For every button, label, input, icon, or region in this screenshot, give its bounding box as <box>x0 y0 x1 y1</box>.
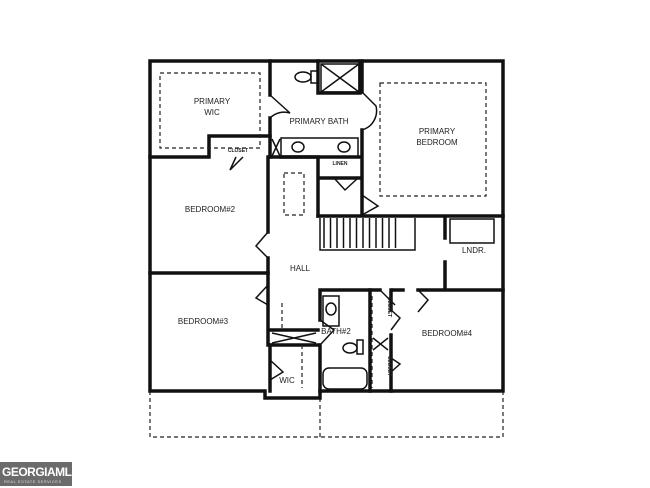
label-primary-bath: PRIMARY BATH <box>289 117 348 126</box>
watermark-brand: GEORGIAMLS <box>2 465 80 479</box>
label-closet: CLOSET <box>228 148 248 154</box>
label-wic: WIC <box>279 376 295 385</box>
label-primary-bedroom-1: PRIMARY <box>419 127 456 136</box>
watermark-tagline: REAL ESTATE SERVICES <box>4 479 62 484</box>
porch-outline <box>149 391 504 438</box>
door-swings <box>229 91 430 381</box>
exterior-walls <box>148 59 505 400</box>
label-hall: HALL <box>290 264 311 273</box>
label-primary-wic-1: PRIMARY <box>194 97 231 106</box>
label-linen: LINEN <box>333 161 348 167</box>
label-closet-lower: CLOSET <box>386 356 392 376</box>
label-closet-upper: CLOSET <box>386 297 392 317</box>
georgia-mls-watermark: GEORGIAMLS REAL ESTATE SERVICES <box>0 462 80 486</box>
label-bedroom-2: BEDROOM#2 <box>185 205 236 214</box>
label-bedroom-3: BEDROOM#3 <box>178 317 229 326</box>
ceiling-outlines <box>159 72 487 388</box>
stair-outline <box>319 218 416 251</box>
fixtures <box>271 63 495 390</box>
label-bath-2: BATH#2 <box>321 327 351 336</box>
label-primary-wic-2: WIC <box>204 108 220 117</box>
label-primary-bedroom-2: BEDROOM <box>416 138 458 147</box>
label-bedroom-4: BEDROOM#4 <box>422 329 473 338</box>
label-laundry: LNDR. <box>462 246 486 255</box>
stairs <box>319 218 416 251</box>
